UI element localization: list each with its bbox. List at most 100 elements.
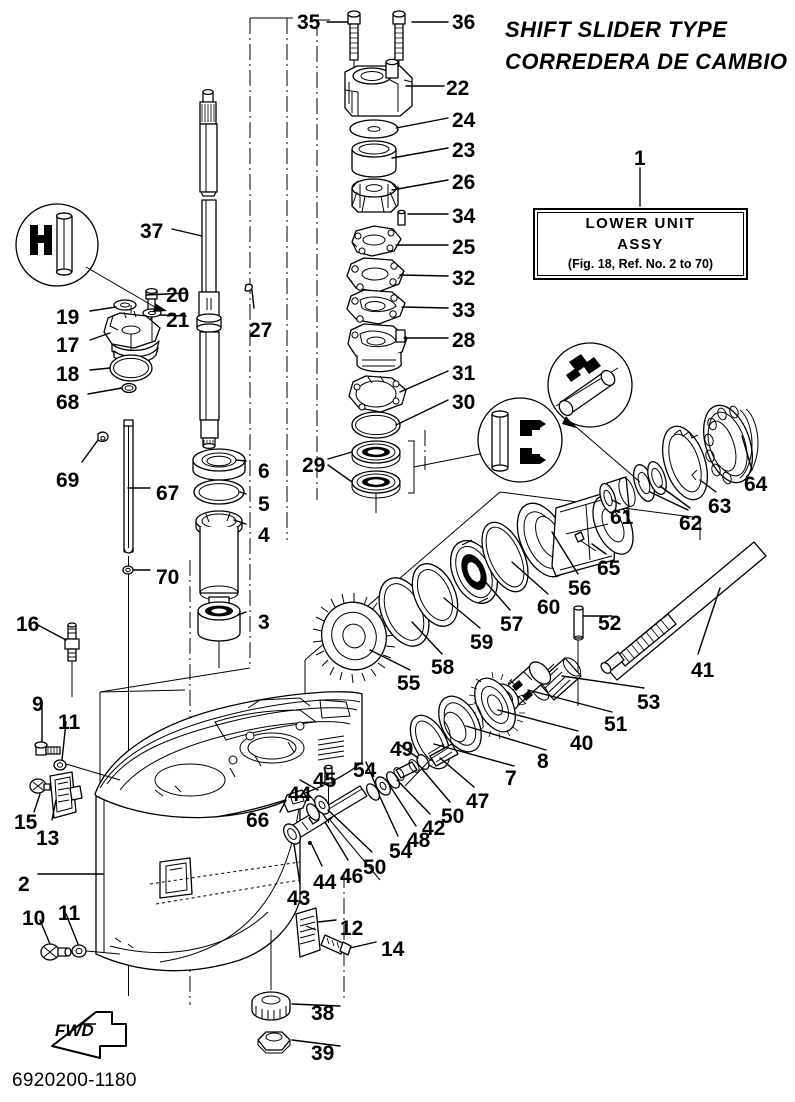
- part-46-link-rod: [319, 785, 368, 821]
- callout-15: 15: [14, 811, 38, 834]
- callout-47: 47: [466, 790, 490, 813]
- callout-11: 11: [58, 902, 81, 925]
- part-19-washer: [113, 299, 137, 311]
- assy-box-line-3: (Fig. 18, Ref. No. 2 to 70): [567, 256, 714, 271]
- part-60-o-ring-large: [481, 521, 529, 593]
- callout-2: 2: [18, 873, 30, 896]
- callout-30: 30: [452, 391, 476, 414]
- callout-67: 67: [156, 482, 180, 505]
- callout-62: 62: [679, 512, 703, 535]
- part-70-clip: [122, 565, 134, 575]
- callout-43: 43: [287, 887, 311, 910]
- part-24-gasket: [349, 119, 399, 139]
- callout-56: 56: [568, 577, 592, 600]
- callout-38: 38: [311, 1002, 335, 1025]
- part-15-bolt: [29, 778, 51, 794]
- part-12-anode: [295, 907, 321, 958]
- part-18-o-ring: [109, 354, 153, 382]
- callout-31: 31: [452, 362, 476, 385]
- callout-63: 63: [708, 495, 732, 518]
- callout-13: 13: [36, 827, 60, 850]
- detail-bubble-pin-orientation-right: [547, 342, 641, 483]
- callout-54: 54: [353, 759, 377, 782]
- callout-33: 33: [452, 299, 476, 322]
- callout-40: 40: [570, 732, 594, 755]
- callout-42: 42: [422, 817, 446, 840]
- part-42-sleeve: [393, 759, 420, 781]
- callout-49: 49: [390, 738, 414, 761]
- part-14-screw: [320, 934, 352, 956]
- part-43-shift-slider: [283, 805, 333, 845]
- part-39-nut: [257, 1031, 291, 1054]
- lower-unit-assy-box: LOWER UNIT ASSY (Fig. 18, Ref. No. 2 to …: [533, 208, 748, 280]
- callout-50: 50: [441, 805, 465, 828]
- callout-44: 44: [288, 783, 312, 806]
- callout-51: 51: [604, 713, 628, 736]
- part-25-pump-base: [351, 225, 402, 257]
- part-29-bearings: [351, 440, 512, 513]
- callout-4: 4: [258, 524, 270, 547]
- part-61-bushing: [599, 476, 636, 514]
- callout-1: 1: [634, 147, 646, 170]
- callout-35: 35: [297, 11, 321, 34]
- callout-61: 61: [610, 506, 634, 529]
- part-26-impeller: [351, 178, 399, 213]
- detail-bubble-pin-orientation-left: [15, 203, 167, 312]
- part-11-washer-lower: [71, 944, 121, 958]
- assy-box-line-2: ASSY: [617, 235, 664, 253]
- part-33-cover: [346, 289, 406, 325]
- shift-slider-assembly: [283, 743, 459, 845]
- part-38-propeller-nut-washer: [251, 930, 291, 1021]
- callout-46: 46: [340, 865, 364, 888]
- callout-25: 25: [452, 236, 476, 259]
- group-bracket-water-pump: [316, 19, 330, 500]
- callout-32: 32: [452, 267, 476, 290]
- part-52-cross-pin: [573, 605, 584, 706]
- callout-34: 34: [452, 205, 476, 228]
- part-28-pump-body: [347, 323, 408, 373]
- callout-59: 59: [470, 631, 494, 654]
- part-48-bushing: [385, 771, 401, 789]
- callout-11: 11: [58, 711, 81, 734]
- callout-68: 68: [56, 391, 80, 414]
- part-47-spring: [427, 743, 459, 767]
- document-footer-code: 6920200-1180: [12, 1070, 137, 1091]
- part-36-bolt: [392, 10, 406, 110]
- callout-52: 52: [598, 612, 622, 635]
- callout-27: 27: [249, 319, 273, 342]
- part-sleeve-body: [199, 527, 239, 608]
- callout-12: 12: [340, 917, 364, 940]
- part-59-shim: [411, 563, 459, 627]
- callout-53: 53: [637, 691, 661, 714]
- fwd-direction-marker: [51, 1011, 127, 1059]
- detail-bubble-pin-orientation-center: [477, 397, 563, 483]
- callout-18: 18: [56, 363, 80, 386]
- part-3-bearing: [197, 601, 241, 668]
- callout-10: 10: [22, 907, 46, 930]
- callout-48: 48: [407, 829, 431, 852]
- part-22-pump-housing: [344, 58, 413, 117]
- callout-19: 19: [56, 306, 80, 329]
- callout-24: 24: [452, 109, 476, 132]
- callout-55: 55: [397, 672, 421, 695]
- part-62-shims: [632, 460, 667, 502]
- callout-26: 26: [452, 171, 476, 194]
- callout-39: 39: [311, 1042, 335, 1065]
- title-block: SHIFT SLIDER TYPE CORREDERA DE CAMBIO: [505, 14, 787, 78]
- callout-64: 64: [744, 473, 768, 496]
- part-68-o-ring-small: [121, 382, 137, 394]
- callout-58: 58: [431, 656, 455, 679]
- callout-66: 66: [246, 809, 270, 832]
- callout-54: 54: [389, 840, 413, 863]
- callout-37: 37: [140, 220, 164, 243]
- part-5-o-ring: [193, 479, 245, 505]
- callout-36: 36: [452, 11, 476, 34]
- part-50-washers: [314, 776, 391, 815]
- callout-23: 23: [452, 139, 476, 162]
- callout-5: 5: [258, 493, 270, 516]
- part-27-clip: [244, 283, 253, 292]
- callout-60: 60: [537, 596, 561, 619]
- leader-lines: [33, 21, 753, 1047]
- callout-6: 6: [258, 460, 270, 483]
